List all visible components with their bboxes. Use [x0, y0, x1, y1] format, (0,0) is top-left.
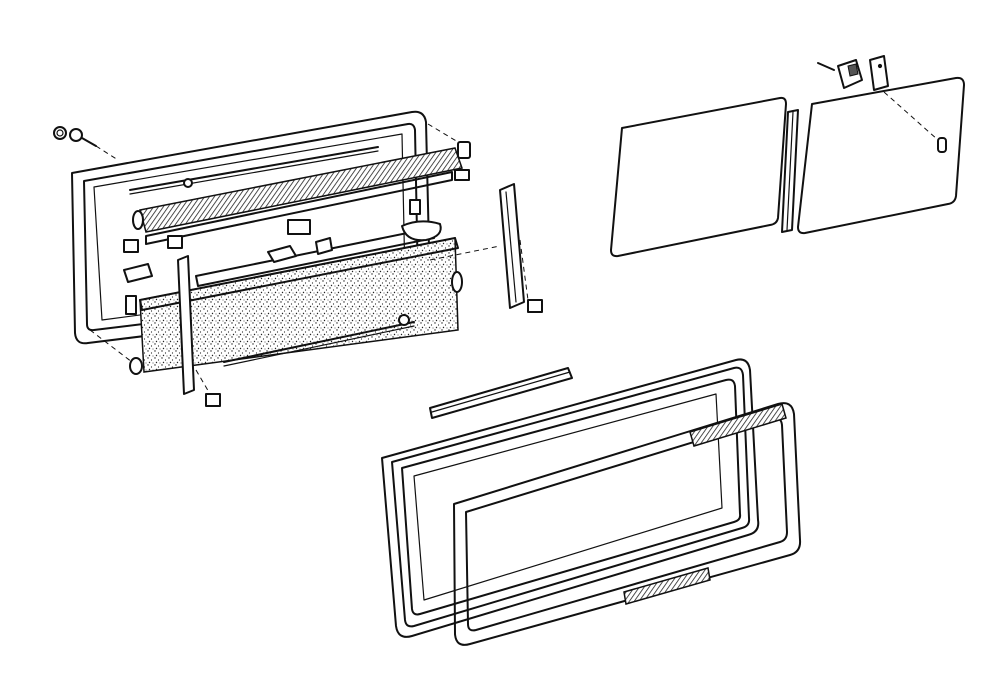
screw-icon	[69, 128, 97, 147]
outer-frame	[381, 358, 760, 638]
outer-frame-assembly	[381, 358, 802, 646]
rail-clip-icon	[205, 393, 221, 407]
rod-knob-icon	[398, 314, 410, 326]
outer-frame-lip	[391, 366, 751, 628]
handle-clip-icon	[287, 219, 311, 235]
left-guide-rail	[177, 255, 195, 395]
glass-pane-right	[797, 76, 965, 235]
rubber-seal-frame	[453, 402, 802, 646]
glass-pane-left	[610, 96, 787, 258]
glass-panes-assembly	[610, 55, 965, 258]
pull-handle-icon	[401, 220, 442, 242]
finger-pull-icon	[937, 137, 947, 153]
handle-icon	[267, 245, 297, 263]
blind-bottom-rail	[145, 171, 453, 245]
top-weather-strip	[429, 367, 573, 419]
clip-icon	[167, 235, 183, 249]
seal-strip-top	[689, 403, 787, 447]
latch-icon	[123, 263, 153, 283]
fly-screen-end-cap	[129, 357, 143, 375]
seal-strip-bottom	[623, 567, 711, 605]
catch-icon	[315, 237, 333, 255]
top-rod	[129, 146, 379, 191]
clip-icon	[123, 239, 139, 253]
rod-knob-icon	[183, 178, 193, 188]
clip-icon	[409, 199, 421, 215]
right-guide-rail	[499, 183, 525, 309]
screw-icon	[817, 62, 835, 71]
bottom-spring-rod	[223, 321, 415, 363]
latch-bracket-icon	[869, 55, 889, 91]
rail-clip-icon	[527, 299, 543, 313]
pleated-blind	[139, 147, 463, 233]
blind-end-cap	[132, 210, 144, 230]
clip-icon	[125, 295, 137, 315]
clip-icon	[454, 169, 470, 181]
fly-screen-top-rail	[139, 237, 459, 311]
blind-end-bracket	[457, 141, 471, 159]
screw-cap-icon	[53, 126, 67, 140]
inner-frame-assembly	[53, 110, 543, 407]
outer-frame-rebate	[401, 378, 742, 616]
fly-screen-end-cap	[451, 271, 463, 293]
outer-frame-opening	[413, 393, 723, 601]
